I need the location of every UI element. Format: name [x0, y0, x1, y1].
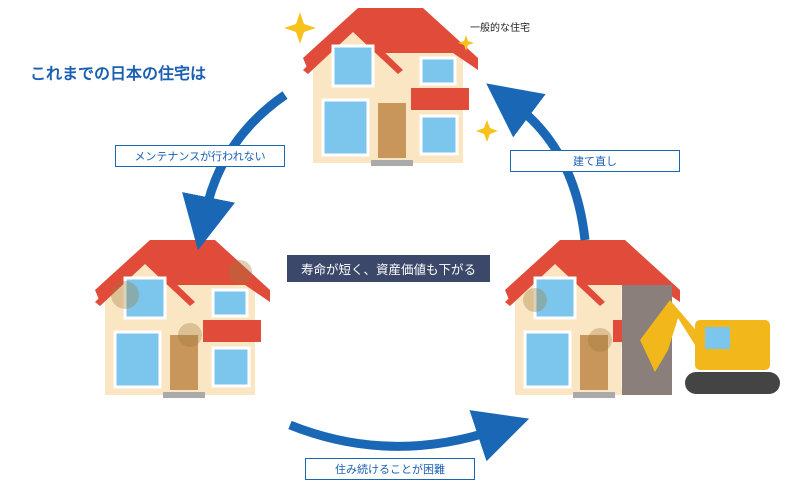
label-rebuild: 建て直し	[510, 150, 680, 172]
page-title: これまでの日本の住宅は	[30, 64, 207, 83]
excavator-icon	[640, 300, 780, 394]
arrow-to-typical	[486, 83, 590, 241]
stain-marks	[111, 260, 612, 352]
center-message: 寿命が短く、資産価値も下がる	[287, 255, 490, 282]
typical-house-label: 一般的な住宅	[470, 23, 530, 34]
house-typical	[301, 6, 480, 168]
label-difficult: 住み続けることが困難	[305, 458, 475, 480]
label-maintenance: メンテナンスが行われない	[115, 145, 285, 167]
arrow-to-demolished	[288, 410, 530, 462]
